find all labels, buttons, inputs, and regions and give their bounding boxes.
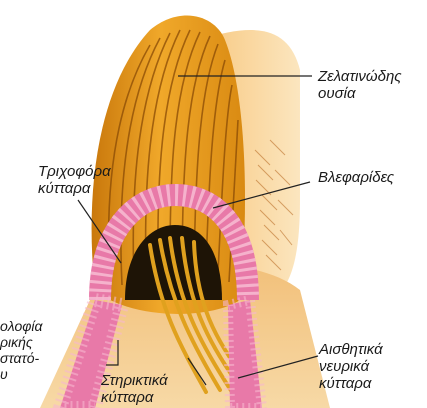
label-sensory-line3: κύτταρα <box>319 375 383 392</box>
label-gelatinous-line1: Ζελατινώδης <box>318 68 402 85</box>
label-crest-line1: ολοφία <box>0 318 43 334</box>
label-crest: ολοφία ρικής στατό- υ <box>0 318 43 382</box>
label-sensory-line1: Αισθητικά <box>319 341 383 358</box>
label-crest-line4: υ <box>0 366 43 382</box>
label-sensory-nerve-cells: Αισθητικά νευρικά κύτταρα <box>319 341 383 392</box>
label-gelatinous-line2: ουσία <box>318 85 402 102</box>
label-hair-cells: Τριχοφόρα κύτταρα <box>38 163 111 197</box>
label-sensory-line2: νευρικά <box>319 358 383 375</box>
label-supporting-line1: Στηρικτικά <box>101 372 168 389</box>
label-supporting-line2: κύτταρα <box>101 389 168 406</box>
label-hair-cells-line2: κύτταρα <box>38 180 111 197</box>
label-gelatinous-substance: Ζελατινώδης ουσία <box>318 68 402 102</box>
label-supporting-cells: Στηρικτικά κύτταρα <box>101 372 168 406</box>
label-hair-cells-line1: Τριχοφόρα <box>38 163 111 180</box>
label-crest-line3: στατό- <box>0 350 43 366</box>
label-cilia-line1: Βλεφαρίδες <box>318 169 394 186</box>
label-crest-line2: ρικής <box>0 334 43 350</box>
label-cilia: Βλεφαρίδες <box>318 169 394 186</box>
